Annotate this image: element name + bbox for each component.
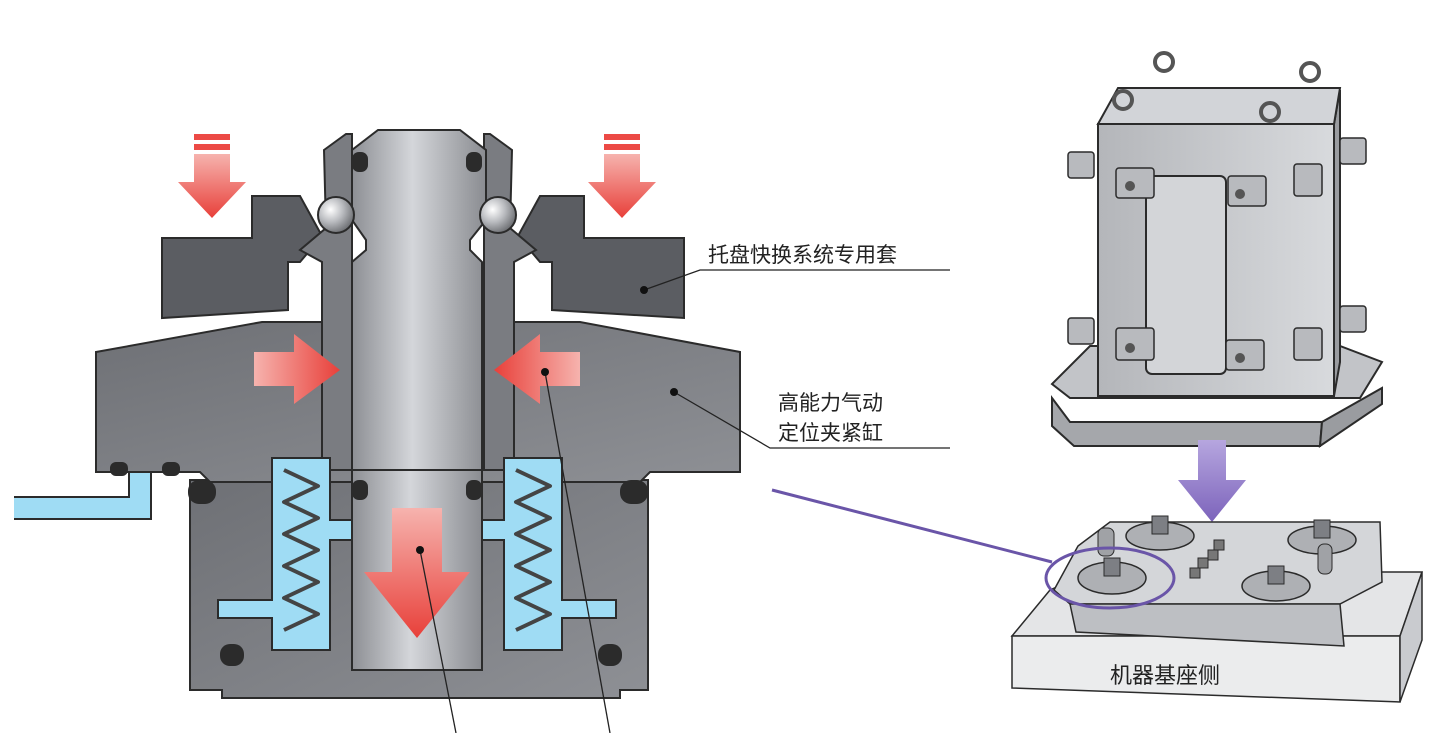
locking-ball-right — [479, 196, 517, 234]
tower-box-side — [1333, 89, 1341, 397]
pallet-sleeve-left — [161, 195, 324, 320]
clamp-force-arrow-top-left — [178, 134, 246, 218]
spring-left — [282, 468, 320, 632]
small-fittings — [1189, 539, 1225, 579]
lateral-force-arrow-right — [494, 334, 580, 404]
machine-base-side — [1399, 571, 1423, 703]
pallet-fixture-illustration: 机器基座侧 — [1010, 51, 1424, 703]
spring-right — [514, 468, 552, 632]
workpiece-plate — [1145, 175, 1227, 375]
cylinder-cross-section: 托盘快换系统专用套 高能力气动 定位夹紧缸 — [14, 129, 950, 733]
locking-ball-left — [317, 196, 355, 234]
label-machine-base: 机器基座侧 — [1110, 664, 1220, 689]
label-pallet-sleeve: 托盘快换系统专用套 — [708, 243, 897, 267]
highlight-ellipse — [1044, 546, 1176, 610]
label-cylinder-line1: 高能力气动 — [778, 391, 883, 415]
clamp-force-arrow-top-right — [588, 134, 656, 218]
center-pull-stud — [351, 129, 487, 471]
clamp-bolt-heads — [1125, 181, 1245, 363]
side-clamps — [1067, 137, 1367, 371]
air-chamber-left — [217, 457, 353, 651]
lifting-eye-bolts — [1112, 51, 1321, 123]
leader-dots — [416, 286, 678, 554]
lateral-force-arrow-left — [254, 334, 340, 404]
o-ring-seals — [110, 152, 648, 666]
tower-box-top — [1096, 87, 1342, 125]
base-plate-side — [1069, 603, 1345, 647]
label-cylinder-line2: 定位夹紧缸 — [778, 421, 883, 445]
cylinder-studs — [1103, 515, 1331, 585]
placement-arrow — [1178, 440, 1246, 522]
leader-lines — [419, 269, 950, 733]
pallet-plate-side — [1051, 395, 1324, 447]
pallet-sleeve-right — [516, 195, 685, 320]
callout-connector-line — [771, 488, 1053, 564]
pallet-plate-side-right — [1318, 386, 1383, 449]
pull-force-arrow-down — [364, 508, 470, 638]
air-chamber-right — [481, 457, 617, 651]
